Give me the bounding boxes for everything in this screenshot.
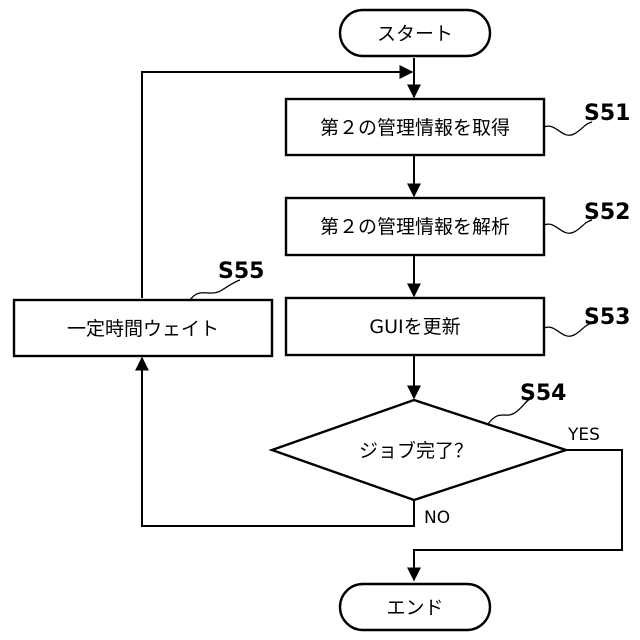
branch-label-no: NO bbox=[424, 508, 450, 528]
start-label: スタート bbox=[377, 23, 453, 45]
process-s51-text: 第２の管理情報を取得 bbox=[320, 117, 510, 139]
start-terminal: スタート bbox=[340, 10, 490, 56]
step-label-s51: S51 bbox=[584, 101, 630, 126]
step-label-s54: S54 bbox=[520, 381, 566, 406]
process-s52-text: 第２の管理情報を解析 bbox=[320, 216, 510, 238]
process-s52: 第２の管理情報を解析 S52 bbox=[286, 198, 630, 255]
branch-label-yes: YES bbox=[567, 425, 600, 445]
end-terminal: エンド bbox=[340, 584, 490, 630]
step-label-s53: S53 bbox=[584, 305, 630, 330]
process-s55-text: 一定時間ウェイト bbox=[67, 318, 219, 340]
process-s53-text: GUIを更新 bbox=[369, 316, 460, 338]
step-label-s55: S55 bbox=[218, 259, 264, 284]
decision-s54-text: ジョブ完了？ bbox=[359, 439, 473, 462]
step-label-s52: S52 bbox=[584, 200, 630, 225]
end-label: エンド bbox=[386, 597, 443, 619]
process-s51: 第２の管理情報を取得 S51 bbox=[286, 99, 630, 155]
process-s53: GUIを更新 S53 bbox=[286, 298, 630, 355]
decision-s54: ジョブ完了？ S54 YES NO bbox=[272, 381, 600, 528]
